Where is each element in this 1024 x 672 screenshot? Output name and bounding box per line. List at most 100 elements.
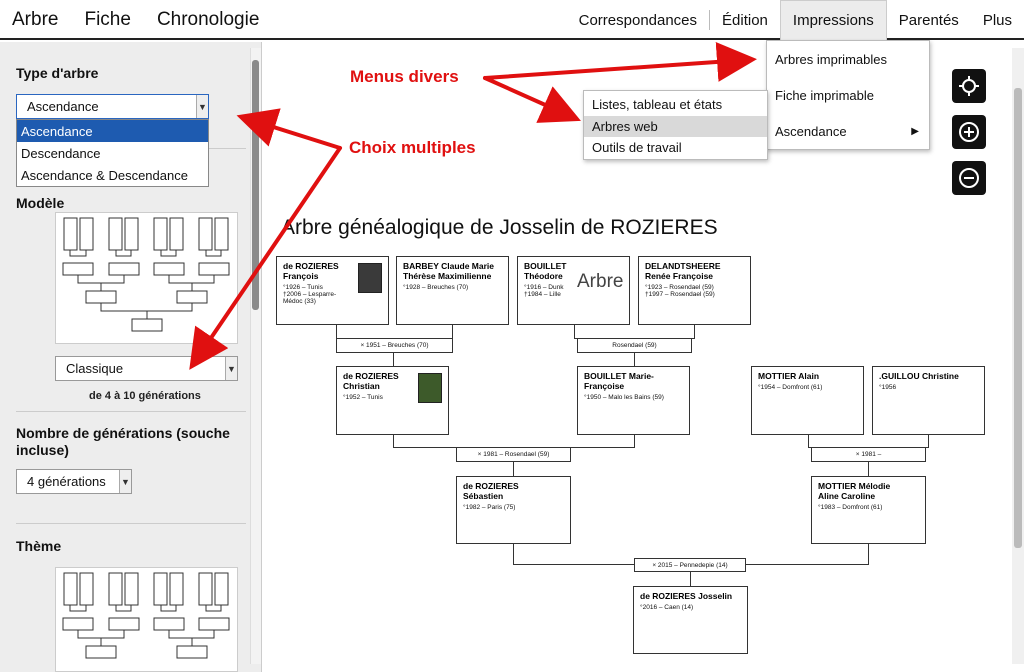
chevron-down-icon: ▼ (196, 95, 208, 118)
person-name: Aline Caroline (818, 490, 876, 501)
person-name: Renée Françoise (645, 270, 714, 281)
submenu-item-label: Arbres web (592, 119, 658, 134)
person-dates: °1983 – Domfront (61) (818, 503, 883, 511)
impressions-menu: Arbres imprimables Fiche imprimable Asce… (766, 40, 930, 150)
person-name: Thérèse Maximilienne (403, 270, 492, 281)
submenu-item-arbres-web[interactable]: Arbres web (584, 116, 767, 137)
marriage-label: × 1981 – Rosendael (59) (456, 447, 571, 462)
person-card-root[interactable]: de ROZIERES Josselin °2016 – Caen (14) (633, 586, 748, 654)
person-name: Théodore (524, 270, 563, 281)
person-name: Christian (343, 380, 380, 391)
plus-circle-icon (959, 122, 979, 142)
connector (634, 352, 635, 367)
sidebar-divider (16, 411, 246, 412)
nav-separator (709, 10, 711, 30)
sidebar-scroll-thumb[interactable] (252, 60, 259, 310)
nav-correspondances[interactable]: Correspondances (578, 11, 698, 29)
annotation-menus-divers: Menus divers (350, 67, 459, 86)
nav-left-group: Arbre Fiche Chronologie (12, 0, 259, 40)
person-card[interactable]: de ROZIERES François °1926 – Tunis †2006… (276, 256, 389, 325)
marriage-label: × 1981 – (811, 447, 926, 462)
type-select[interactable]: Ascendance ▼ (16, 94, 209, 119)
person-name: BOUILLET (524, 261, 567, 271)
person-card[interactable]: BOUILLET Marie- Françoise °1950 – Malo l… (577, 366, 690, 435)
marriage-label: × 2015 – Pennedepie (14) (634, 558, 746, 572)
theme-thumbnail[interactable] (55, 567, 238, 672)
nav-arbre[interactable]: Arbre (12, 9, 59, 30)
model-select[interactable]: Classique ▼ (55, 356, 238, 381)
main-scrollbar[interactable] (1012, 48, 1024, 664)
submenu-item-outils[interactable]: Outils de travail (584, 137, 767, 158)
person-name: .GUILLOU Christine (879, 371, 959, 381)
minus-circle-icon (959, 168, 979, 188)
nav-right-group: Correspondances Édition Impressions Pare… (567, 0, 1024, 40)
connector (574, 325, 575, 339)
tree-theme-icon (62, 572, 230, 659)
person-dates: °1950 – Malo les Bains (59) (584, 393, 664, 401)
nav-edition[interactable]: Édition (722, 11, 768, 29)
type-option-ascendance[interactable]: Ascendance (17, 120, 208, 142)
type-option-asc-desc[interactable]: Ascendance & Descendance (21, 167, 188, 183)
model-note: de 4 à 10 générations (89, 390, 201, 402)
connector (336, 325, 337, 339)
nav-fiche[interactable]: Fiche (84, 9, 131, 30)
model-select-value: Classique (66, 361, 124, 376)
person-name: Françoise (584, 380, 625, 391)
type-heading: Type d'arbre (16, 65, 99, 81)
submenu-item-label: Listes, tableau et états (592, 97, 723, 112)
tooltip-overlay: Arbre (577, 271, 624, 292)
submenu-item-listes[interactable]: Listes, tableau et états (584, 93, 767, 116)
connector (694, 325, 695, 339)
person-dates: °1956 (879, 383, 897, 391)
person-name: MOTTIER Alain (758, 371, 820, 381)
person-card[interactable]: BARBEY Claude Marie Thérèse Maximilienne… (396, 256, 509, 325)
annotation-choix-multiples: Choix multiples (349, 138, 476, 157)
type-select-value: Ascendance (27, 99, 99, 114)
connector (393, 352, 394, 367)
person-dates: °1916 – Dunk (524, 283, 564, 291)
marriage-label: Rosendael (59) (577, 338, 692, 353)
tree-model-icon (62, 217, 230, 332)
person-card[interactable]: DELANDTSHEERE Renée Françoise °1923 – Ro… (638, 256, 751, 325)
model-thumbnail[interactable] (55, 212, 238, 344)
person-name: de ROZIERES (343, 371, 399, 381)
crosshair-icon (959, 76, 979, 96)
person-card[interactable]: BOUILLET Théodore °1916 – Dunk †1984 – L… (517, 256, 630, 325)
zoom-out-button[interactable] (952, 161, 986, 195)
main-scroll-thumb[interactable] (1014, 88, 1022, 548)
menu-item-arbres-imprimables[interactable]: Arbres imprimables (767, 41, 929, 77)
person-dates: °1954 – Domfront (61) (758, 383, 823, 391)
zoom-in-button[interactable] (952, 115, 986, 149)
person-card[interactable]: de ROZIERES Christian °1952 – Tunis (336, 366, 449, 435)
menu-item-label: Ascendance (775, 123, 847, 139)
menu-item-fiche-imprimable[interactable]: Fiche imprimable (767, 77, 929, 113)
generations-select-value: 4 générations (27, 474, 106, 489)
person-dates: °2016 – Caen (14) (640, 603, 694, 611)
connector (452, 325, 453, 339)
person-card[interactable]: .GUILLOU Christine °1956 (872, 366, 985, 435)
person-name: de ROZIERES Josselin (640, 591, 733, 601)
type-option-descendance[interactable]: Descendance (21, 145, 101, 161)
chevron-down-icon: ▼ (119, 470, 131, 493)
menu-item-label: Arbres imprimables (775, 51, 887, 67)
menu-item-ascendance[interactable]: Ascendance▶ (767, 113, 929, 149)
nav-impressions[interactable]: Impressions (779, 0, 887, 40)
person-name: DELANDTSHEERE (645, 261, 721, 271)
connector (868, 543, 869, 565)
sidebar-divider (209, 148, 246, 149)
connector (513, 461, 514, 477)
theme-heading: Thème (16, 538, 62, 554)
nav-plus[interactable]: Plus (982, 11, 1012, 29)
top-navbar: Arbre Fiche Chronologie Correspondances … (0, 0, 1024, 40)
person-dates: °1982 – Paris (75) (463, 503, 516, 511)
recenter-button[interactable] (952, 69, 986, 103)
person-name: MOTTIER Mélodie (818, 481, 891, 491)
person-dates: Médoc (33) (283, 298, 316, 306)
person-card[interactable]: de ROZIERES Sébastien °1982 – Paris (75) (456, 476, 571, 544)
generations-select[interactable]: 4 générations ▼ (16, 469, 132, 494)
person-card[interactable]: MOTTIER Mélodie Aline Caroline °1983 – D… (811, 476, 926, 544)
person-photo (418, 373, 442, 403)
nav-parentes[interactable]: Parentés (898, 11, 959, 29)
nav-chronologie[interactable]: Chronologie (156, 9, 260, 30)
person-card[interactable]: MOTTIER Alain °1954 – Domfront (61) (751, 366, 864, 435)
